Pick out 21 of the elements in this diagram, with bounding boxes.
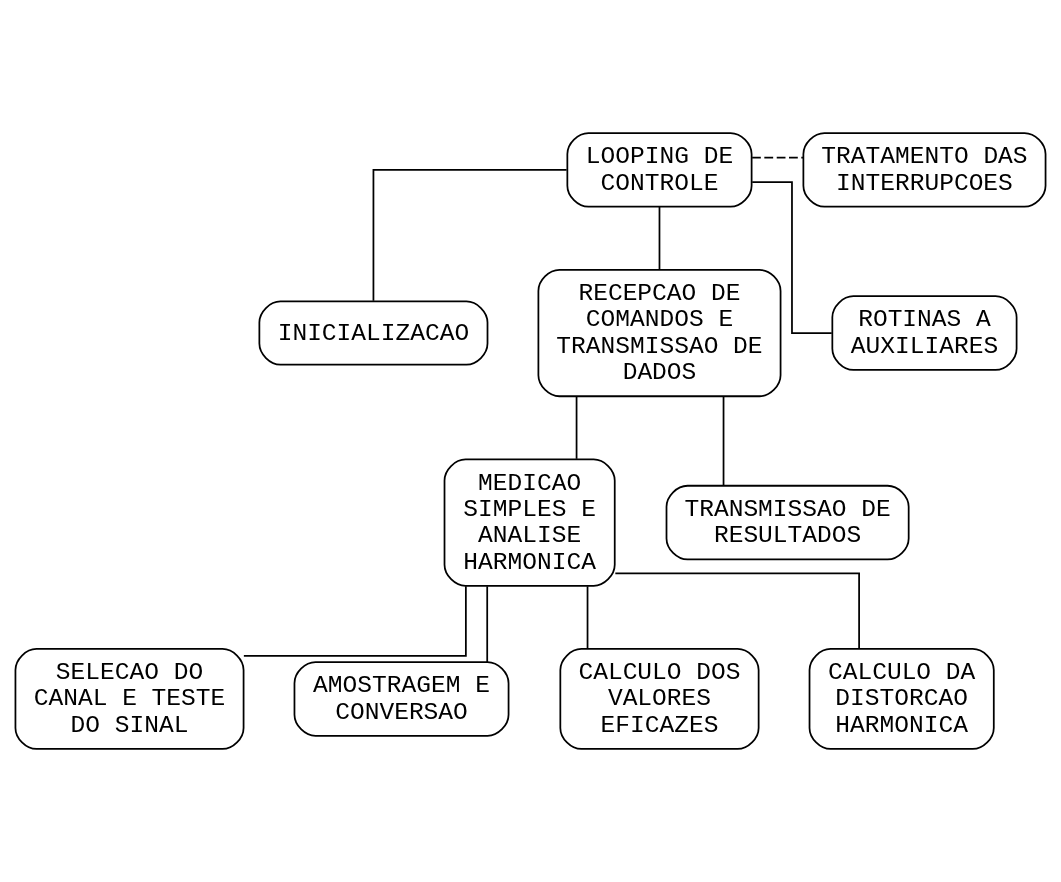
connector	[486, 585, 489, 663]
node-box: INICIALIZACAO	[258, 300, 489, 366]
node-box: SELECAO DO CANAL E TESTE DO SINAL	[14, 648, 245, 750]
connector	[372, 169, 568, 302]
node-box: ROTINAS A AUXILIARES	[831, 295, 1018, 371]
node-box: CALCULO DOS VALORES EFICAZES	[559, 648, 760, 750]
connector	[722, 395, 725, 487]
connector	[751, 181, 833, 334]
connector	[658, 206, 661, 271]
connector	[614, 572, 860, 650]
connector	[243, 585, 467, 657]
connector	[586, 585, 589, 650]
connector	[575, 395, 578, 460]
node-box: AMOSTRAGEM E CONVERSAO	[293, 661, 510, 737]
node-box: MEDICAO SIMPLES E ANALISE HARMONICA	[443, 458, 616, 587]
node-box: LOOPING DE CONTROLE	[566, 132, 753, 208]
node-box: RECEPCAO DE COMANDOS E TRANSMISSAO DE DADOS	[537, 269, 782, 398]
node-box: TRANSMISSAO DE RESULTADOS	[665, 484, 910, 561]
connector	[751, 156, 804, 159]
node-box: TRATAMENTO DAS INTERRUPCOES	[802, 132, 1047, 208]
node-box: CALCULO DA DISTORCAO HARMONICA	[808, 648, 995, 750]
